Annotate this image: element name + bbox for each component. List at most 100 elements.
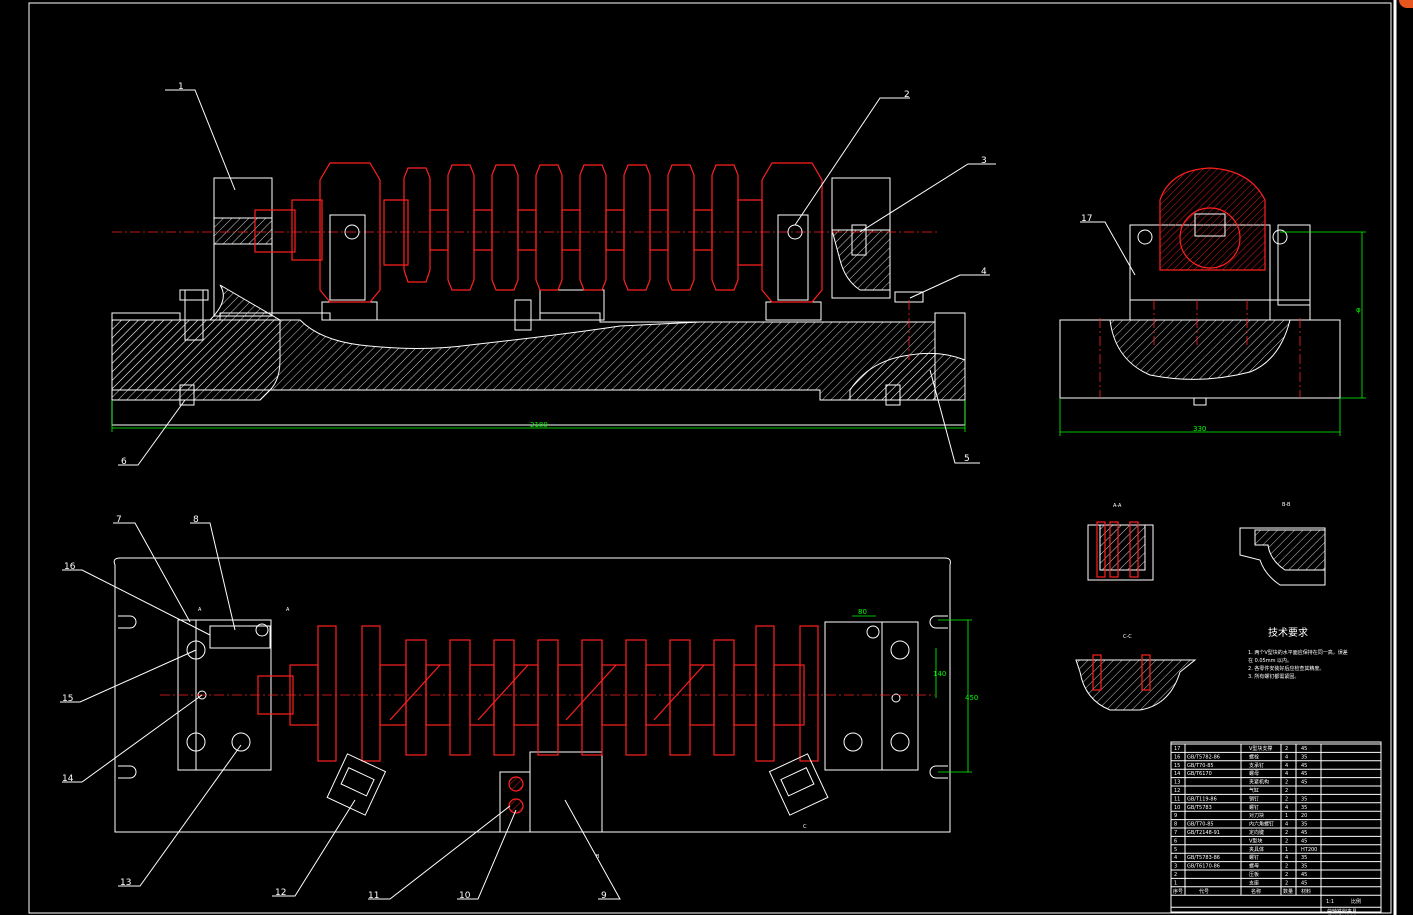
bolt-bottom-left (179, 384, 195, 406)
bom-row-no: 14 (1174, 771, 1180, 777)
bom-header-no: 序号 (1173, 888, 1183, 895)
bom-row-qty: 2 (1285, 864, 1288, 870)
balloon-16[interactable]: 16 (64, 562, 76, 572)
bom-row-qty: 1 (1285, 813, 1288, 819)
bom-row-code: GB/T70-85 (1187, 822, 1214, 828)
bom-row-no: 17 (1174, 746, 1180, 752)
bom-row-qty: 2 (1285, 796, 1288, 802)
right-support-section (831, 229, 891, 291)
balloon-9[interactable]: 9 (601, 891, 607, 901)
balloon-4[interactable]: 4 (981, 267, 987, 277)
dim-bottom-height: 450 (965, 694, 978, 702)
balloon-3[interactable]: 3 (981, 156, 987, 166)
bom-header-material: 材料 (1301, 888, 1311, 895)
mark-a-left: A (198, 607, 202, 613)
bom-row-qty: 4 (1285, 855, 1288, 861)
balloon-1[interactable]: 1 (178, 82, 184, 92)
bom-header-code: 代号 (1199, 888, 1209, 895)
bom-row-no: 16 (1174, 754, 1180, 760)
bom-row-no: 15 (1174, 763, 1180, 769)
bom-row-no: 4 (1174, 855, 1177, 861)
crankshaft-front (112, 162, 940, 303)
bom-header-name: 名称 (1251, 888, 1261, 895)
bom-row-code: GB/T6170-86 (1187, 864, 1220, 870)
left-support-section (213, 217, 273, 245)
bom-row-code: GB/T6170 (1187, 771, 1212, 777)
balloon-17[interactable]: 17 (1081, 214, 1092, 224)
front-view: 2180 (111, 162, 966, 432)
balloon-15[interactable]: 15 (62, 694, 73, 704)
bom-row-qty: 4 (1285, 822, 1288, 828)
right-stud (851, 224, 867, 256)
dim-side-width: 330 (1193, 425, 1206, 433)
bom-row-material: 35 (1301, 805, 1307, 811)
bom-row-material: 45 (1301, 838, 1307, 844)
right-vblock-stand (765, 301, 822, 321)
bom-row-no: 3 (1174, 864, 1177, 870)
balloon-10[interactable]: 10 (459, 891, 471, 901)
balloon-7[interactable]: 7 (116, 515, 122, 525)
balloon-8[interactable]: 8 (193, 515, 199, 525)
balloon-5[interactable]: 5 (964, 454, 970, 464)
bom-row-material: 35 (1301, 822, 1307, 828)
front-leaders (118, 89, 996, 466)
bom-row-name: 定向键 (1249, 829, 1264, 836)
bom-row-material: 35 (1301, 754, 1307, 760)
fixture-base-foot (111, 389, 966, 426)
bom-row-qty: 2 (1285, 838, 1288, 844)
bom-row-qty: 2 (1285, 872, 1288, 878)
bom-row-name: 内六角螺钉 (1249, 821, 1274, 828)
bom-row-qty: 2 (1285, 780, 1288, 786)
fixture-base-section (111, 319, 936, 401)
base-right-section (849, 352, 966, 401)
dim-bottom-inner: 140 (933, 670, 946, 678)
balloon-6[interactable]: 6 (121, 457, 127, 467)
balloon-2[interactable]: 2 (904, 90, 910, 100)
bom-row-name: 螺钉 (1249, 804, 1259, 811)
dim-overall-length: 2180 (530, 421, 548, 429)
bolt-bottom-right (885, 384, 901, 406)
bom-row-no: 11 (1174, 796, 1180, 802)
balloon-13[interactable]: 13 (120, 878, 131, 888)
bom-row-name: V型块 (1249, 837, 1262, 844)
bom-row-qty: 4 (1285, 771, 1288, 777)
top-leaders (60, 522, 621, 900)
bom-row-no: 6 (1174, 838, 1177, 844)
bom-row-name: 夹具体 (1249, 846, 1264, 853)
bom-row-name: 螺母 (1249, 863, 1259, 870)
bom-row-material: 45 (1301, 880, 1307, 886)
bom-row-name: 支座 (1249, 879, 1259, 886)
bom-row-no: 7 (1174, 830, 1177, 836)
section-cc (1075, 654, 1197, 711)
mark-a-right: A (286, 607, 290, 613)
bom-row-code: GB/T70-85 (1187, 763, 1214, 769)
bom-row-material: 35 (1301, 855, 1307, 861)
bom-row-name: 螺母 (1249, 770, 1259, 777)
bom-row-code: GB/T5783-86 (1187, 855, 1220, 861)
bom-row-material: 45 (1301, 830, 1307, 836)
title-ratio: 1:1 (1326, 899, 1334, 905)
section-bb (1239, 527, 1326, 586)
tech-requirements-title: 技术要求 (1268, 626, 1308, 639)
bom-row-material: 20 (1301, 813, 1307, 819)
balloon-14[interactable]: 14 (62, 774, 74, 784)
bom-row-name: 夹紧机构 (1249, 779, 1269, 786)
leader-17 (1080, 221, 1136, 276)
bom-row-name: 气缸 (1249, 787, 1259, 794)
bom-row-name: 支承钉 (1249, 762, 1264, 769)
bom-row-material: 35 (1301, 864, 1307, 870)
tech-note-1b: 在 0.05mm 以内。 (1248, 657, 1292, 664)
tech-note-2: 2. 各零件安装好后应检查其精度。 (1248, 665, 1324, 672)
bom-row-material: 35 (1301, 796, 1307, 802)
bom-header-qty: 数量 (1283, 888, 1293, 895)
balloon-12[interactable]: 12 (275, 888, 286, 898)
bom-row-material: 45 (1301, 746, 1307, 752)
bom-row-qty: 2 (1285, 788, 1288, 794)
title-scale-label: 比例 (1351, 898, 1361, 905)
bom-row-name: 对刀块 (1249, 812, 1264, 819)
balloon-11[interactable]: 11 (368, 891, 379, 901)
bom-row-qty: 1 (1285, 847, 1288, 853)
bom-row-name: 螺栓 (1249, 753, 1259, 760)
